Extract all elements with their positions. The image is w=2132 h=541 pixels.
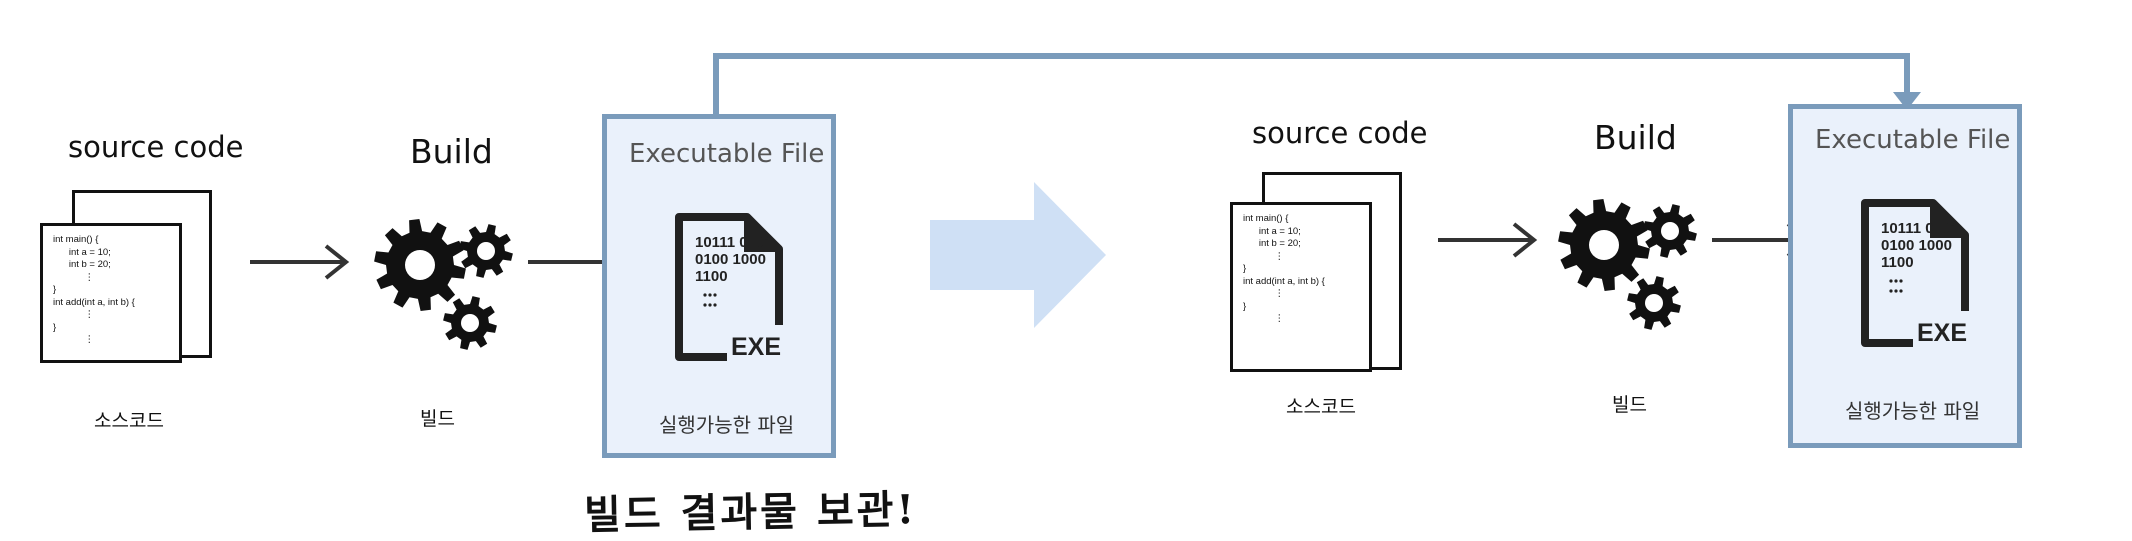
big-arrow-right-icon [930, 182, 1106, 328]
binary-line: 0100 1000 [1881, 237, 1952, 254]
code-line: } [53, 284, 57, 295]
left-build-title: Build [410, 132, 493, 171]
binary-line: 0100 1000 [695, 251, 766, 268]
annotation-keep-build-output: 빌드 결과물 보관! [583, 486, 918, 539]
code-line: ⋮ [1243, 313, 1285, 324]
reuse-connector-line [713, 53, 1910, 114]
exe-badge: EXE [1917, 319, 1967, 347]
right-source-doc-front: int main() { int a = 10; int b = 20; ⋮}i… [1230, 202, 1372, 372]
left-gears-icon [374, 219, 513, 350]
code-line: ⋮ [53, 334, 95, 345]
binary-line: 1100 [1881, 254, 1914, 271]
code-line: ⋮ [53, 309, 95, 320]
right-exe-title: Executable File [1815, 125, 2011, 155]
code-line: } [53, 321, 57, 333]
binary-line: 10111 0101 [695, 234, 773, 251]
right-build-caption: 빌드 [1612, 394, 1647, 416]
left-arrow-to-build-icon [250, 244, 350, 280]
code-line: int main() { [1243, 213, 1289, 224]
code-line: int main() { [53, 234, 99, 245]
left-source-caption: 소스코드 [94, 410, 164, 432]
left-exe-title: Executable File [629, 139, 825, 169]
code-line: int a = 10; [53, 246, 111, 258]
code-line: ⋮ [1243, 288, 1285, 299]
binary-line: 10111 0101 [1881, 220, 1959, 237]
code-line: int add(int a, int b) { [53, 296, 135, 308]
code-line: } [1243, 263, 1247, 274]
right-source-docs: int main() { int a = 10; int b = 20; ⋮}i… [1230, 172, 1402, 374]
right-source-caption: 소스코드 [1286, 396, 1356, 418]
code-line: ⋮ [1243, 250, 1285, 262]
code-line: int b = 20; [53, 259, 111, 270]
right-source-code: int main() { int a = 10; int b = 20; ⋮}i… [1233, 205, 1369, 326]
code-line: } [1243, 300, 1247, 312]
code-line: ⋮ [53, 271, 95, 283]
left-source-title: source code [68, 130, 244, 164]
right-build-title: Build [1594, 118, 1677, 157]
binary-line: 1100 [695, 268, 728, 285]
code-line: int add(int a, int b) { [1243, 275, 1325, 287]
left-source-docs: int main() { int a = 10; int b = 20; ⋮}i… [40, 190, 212, 364]
left-exe-caption: 실행가능한 파일 [659, 413, 795, 437]
left-source-doc-front: int main() { int a = 10; int b = 20; ⋮}i… [40, 223, 182, 363]
right-arrow-to-build-icon [1438, 222, 1538, 258]
right-source-title: source code [1252, 116, 1428, 150]
right-exe-caption: 실행가능한 파일 [1845, 399, 1981, 423]
right-gears-icon [1558, 199, 1697, 330]
reuse-connector-arrowhead-icon [1893, 92, 1921, 110]
left-source-code: int main() { int a = 10; int b = 20; ⋮}i… [43, 226, 179, 347]
exe-badge: EXE [731, 333, 781, 361]
code-line: int a = 10; [1243, 225, 1301, 237]
code-line: int b = 20; [1243, 238, 1301, 249]
left-build-caption: 빌드 [420, 408, 455, 430]
